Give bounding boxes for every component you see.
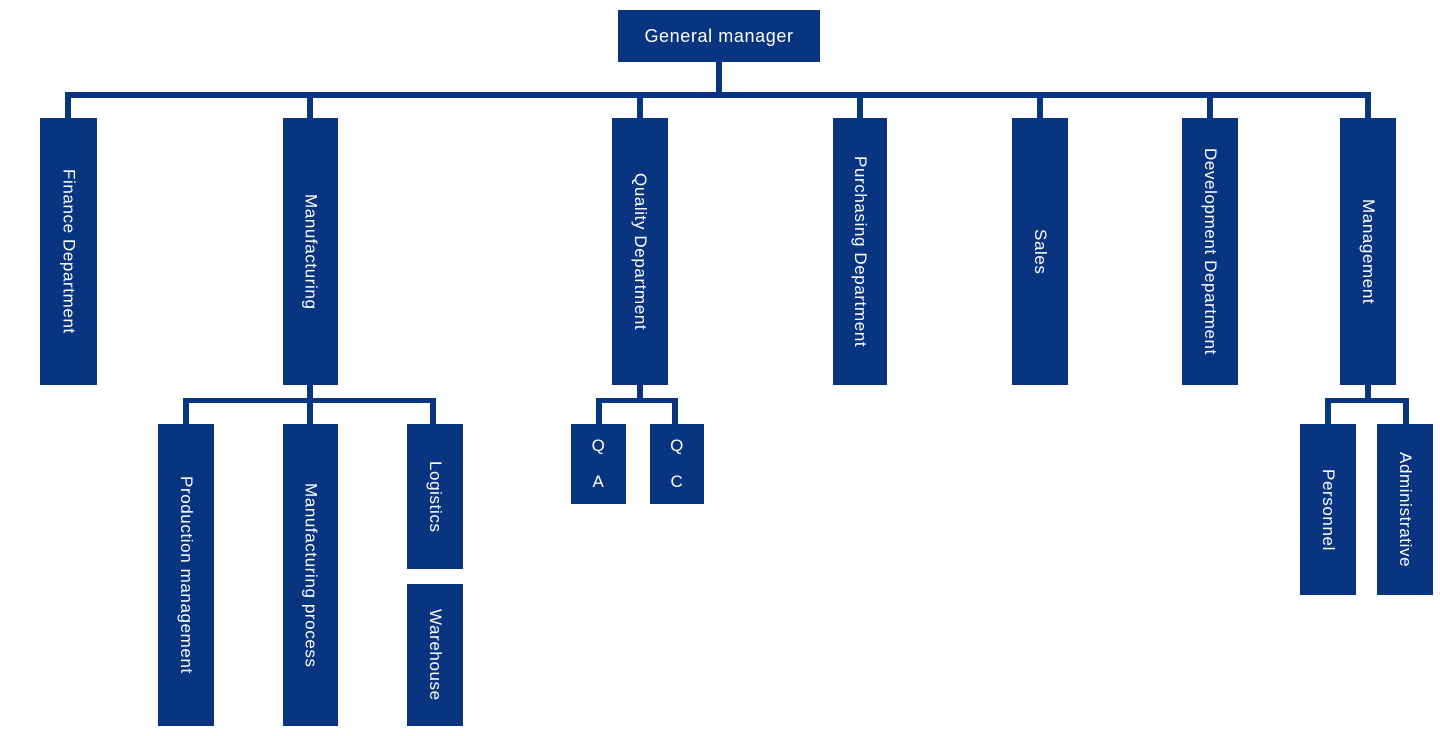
org-node-general-manager: General manager [618, 10, 820, 62]
org-node-manufacturing-process-label: Manufacturing process [301, 482, 321, 668]
org-node-manufacturing-label: Manufacturing [301, 193, 321, 310]
connector-stub-manufacturing-process [307, 398, 313, 424]
org-node-management: Management [1340, 118, 1396, 385]
org-node-qa: Q A [571, 424, 626, 504]
org-node-finance-department: Finance Department [40, 118, 97, 385]
connector-stub-logistics [430, 398, 436, 424]
org-node-sales-label: Sales [1031, 228, 1050, 275]
connector-manufacturing-down [307, 385, 313, 401]
connector-stub-quality [637, 92, 643, 118]
connector-quality-down [637, 385, 643, 401]
connector-stub-qa [596, 398, 602, 424]
org-node-purchasing-department-label: Purchasing Department [851, 155, 870, 348]
connector-stub-production-management [183, 398, 189, 424]
connector-quality-children-horizontal [596, 398, 678, 403]
connector-stub-finance [65, 92, 71, 118]
connector-stub-administrative [1403, 398, 1409, 424]
org-node-logistics-label: Logistics [426, 460, 445, 533]
org-node-development-department: Development Department [1182, 118, 1238, 385]
org-node-quality-department-label: Quality Department [631, 172, 650, 331]
org-node-qa-label: Q A [591, 436, 606, 491]
org-node-warehouse-label: Warehouse [426, 609, 445, 701]
org-node-qc-label: Q C [670, 436, 684, 491]
connector-general-manager-down [716, 60, 722, 94]
org-node-purchasing-department: Purchasing Department [833, 118, 887, 385]
org-node-manufacturing: Manufacturing [283, 118, 338, 385]
connector-stub-manufacturing [307, 92, 313, 118]
connector-stub-qc [672, 398, 678, 424]
org-node-general-manager-label: General manager [644, 25, 794, 46]
org-node-qc: Q C [650, 424, 704, 504]
org-node-finance-department-label: Finance Department [59, 169, 79, 334]
org-node-quality-department: Quality Department [612, 118, 668, 385]
org-node-administrative: Administrative [1377, 424, 1433, 595]
connector-stub-development [1207, 92, 1213, 118]
org-node-manufacturing-process: Manufacturing process [283, 424, 338, 726]
connector-level1-horizontal [67, 92, 1371, 98]
org-node-personnel: Personnel [1300, 424, 1356, 595]
connector-management-children-horizontal [1325, 398, 1409, 403]
org-node-production-management-label: Production management [177, 476, 196, 674]
connector-management-down [1365, 385, 1371, 401]
org-node-logistics: Logistics [407, 424, 463, 569]
connector-stub-purchasing [857, 92, 863, 118]
org-node-management-label: Management [1359, 198, 1378, 305]
org-node-sales: Sales [1012, 118, 1068, 385]
connector-stub-sales [1037, 92, 1043, 118]
org-node-warehouse: Warehouse [407, 584, 463, 726]
org-node-development-department-label: Development Department [1201, 148, 1220, 355]
connector-stub-personnel [1325, 398, 1331, 424]
connector-stub-management [1365, 92, 1371, 118]
org-node-production-management: Production management [158, 424, 214, 726]
org-node-personnel-label: Personnel [1319, 468, 1338, 551]
org-node-administrative-label: Administrative [1396, 451, 1415, 568]
